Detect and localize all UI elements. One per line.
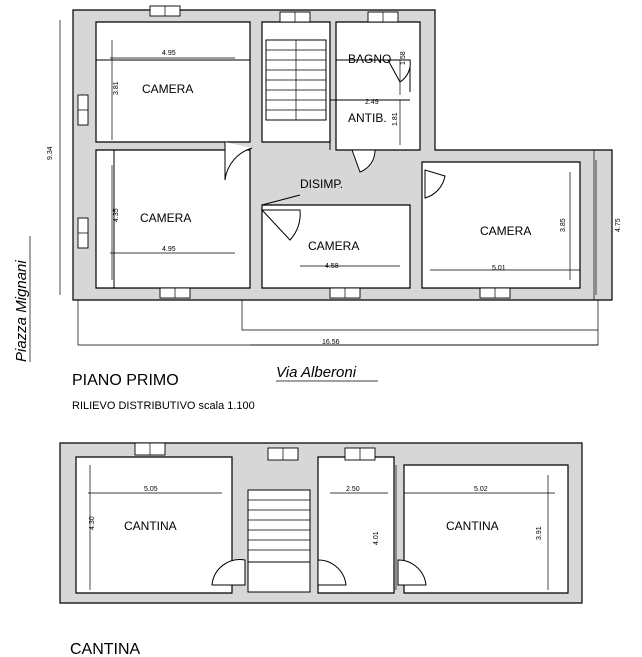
dim-label: 4.01 bbox=[373, 531, 380, 545]
dim-label: 3.81 bbox=[113, 81, 120, 95]
room-label-cantina-left: CANTINA bbox=[124, 519, 177, 533]
street-label-left: Piazza Mignani bbox=[13, 260, 30, 362]
room-label-camera-mid-left: CAMERA bbox=[140, 211, 191, 225]
staircase-upper bbox=[265, 39, 327, 121]
dim-label: 3.91 bbox=[536, 526, 543, 540]
dim-label: 5.05 bbox=[144, 486, 158, 493]
windows-cellar bbox=[134, 442, 376, 461]
dim-label: 4.30 bbox=[89, 516, 96, 530]
door-swings-cellar bbox=[211, 559, 427, 586]
room-label-camera-top-left: CAMERA bbox=[142, 82, 193, 96]
room-label-cantina-right: CANTINA bbox=[446, 519, 499, 533]
room-label-disimp: DISIMP. bbox=[300, 177, 343, 191]
cellar-plan: CANTINA CANTINA 5.05 4.30 2.50 5.02 4.01… bbox=[59, 442, 583, 657]
dim-label: 1.58 bbox=[400, 51, 407, 65]
dim-label: 3.85 bbox=[560, 218, 567, 232]
room-label-camera-right: CAMERA bbox=[480, 224, 531, 238]
cellar-title: CANTINA bbox=[70, 641, 141, 657]
room-label-bagno: BAGNO bbox=[348, 52, 391, 66]
dim-label: 4.95 bbox=[162, 50, 176, 57]
dim-label: 4.95 bbox=[162, 246, 176, 253]
dim-label: 9.34 bbox=[47, 146, 54, 160]
dim-label: 16.56 bbox=[322, 339, 340, 346]
staircase-cellar bbox=[247, 489, 311, 593]
room-label-antib: ANTIB. bbox=[348, 111, 387, 125]
dim-label: 1.81 bbox=[392, 112, 399, 126]
cellar-walls bbox=[59, 442, 583, 604]
upper-floor-walls bbox=[72, 9, 613, 301]
dim-label: 4.75 bbox=[615, 218, 622, 232]
dim-label: 5.02 bbox=[474, 486, 488, 493]
upper-floor-plan: CAMERA CAMERA BAGNO ANTIB. DISIMP. CAMER… bbox=[13, 5, 622, 412]
dim-label: 4.35 bbox=[113, 208, 120, 222]
dim-label: 2.49 bbox=[365, 99, 379, 106]
windows-upper bbox=[77, 5, 511, 299]
room-label-camera-center: CAMERA bbox=[308, 239, 359, 253]
dim-label: 2.50 bbox=[346, 486, 360, 493]
upper-floor-title: PIANO PRIMO bbox=[72, 372, 179, 389]
dim-label: 5.01 bbox=[492, 265, 506, 272]
door-swings-upper bbox=[224, 59, 446, 241]
upper-floor-subtitle: RILIEVO DISTRIBUTIVO scala 1.100 bbox=[72, 400, 255, 412]
dim-label: 4.58 bbox=[325, 263, 339, 270]
street-label-bottom: Via Alberoni bbox=[276, 364, 357, 381]
